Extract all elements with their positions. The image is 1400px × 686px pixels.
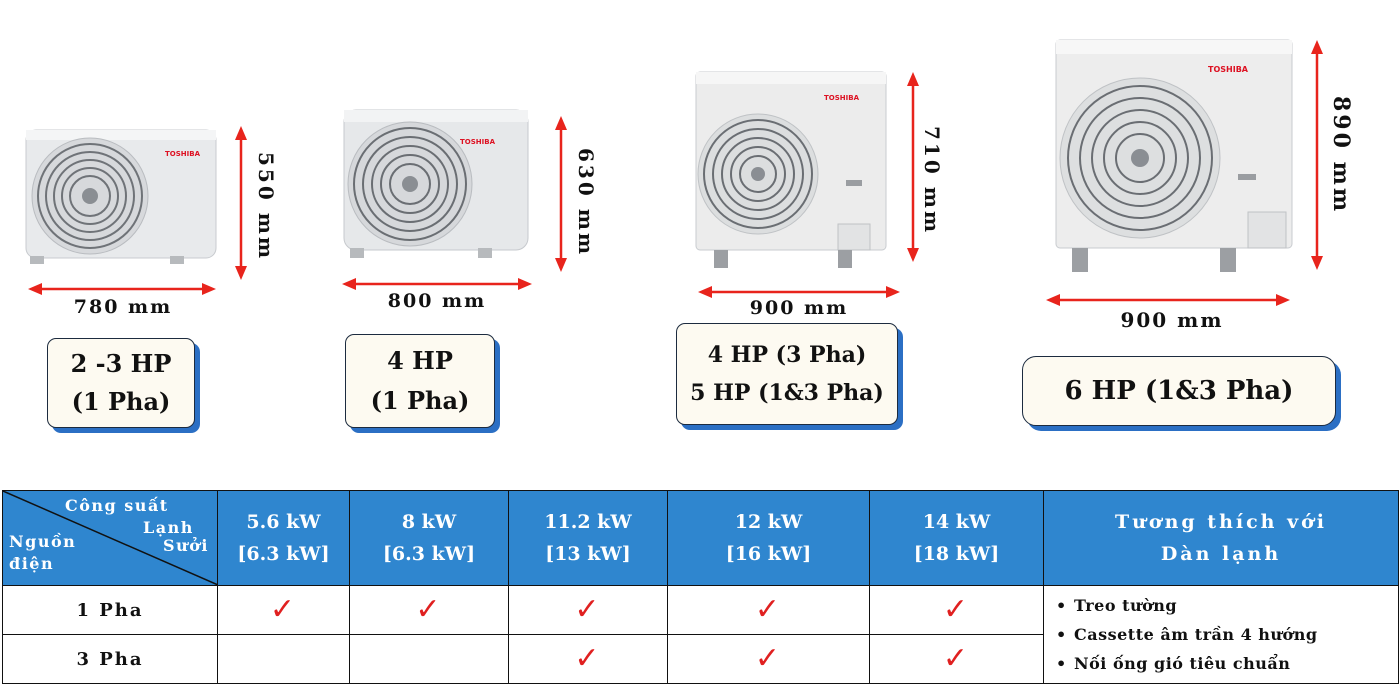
capacity-header: 12 kW[16 kW]: [667, 490, 870, 586]
check-icon: ✓: [942, 641, 971, 676]
table-row: 3 Pha ✓ ✓ ✓: [2, 634, 1399, 684]
outdoor-unit-image-2: TOSHIBA: [338, 104, 534, 266]
outdoor-unit-image-3: TOSHIBA: [690, 66, 890, 276]
model-line: 2 -3 HP: [70, 349, 172, 378]
height-arrow-1: [235, 126, 247, 280]
check-cell: ✓: [667, 585, 870, 635]
check-cell: ✓: [667, 634, 870, 684]
row-label: 1 Pha: [2, 585, 218, 635]
model-line: (1 Pha): [370, 386, 470, 415]
check-cell: ✓: [869, 585, 1044, 635]
row-label: 3 Pha: [2, 634, 218, 684]
compat-list-cell: Treo tường Cassette âm trần 4 hướng Nối …: [1043, 585, 1399, 684]
corner-label-capacity: Công suất: [65, 496, 169, 515]
width-arrow-3: [698, 286, 900, 298]
check-icon: ✓: [415, 592, 443, 627]
brand-logo: TOSHIBA: [824, 94, 860, 102]
corner-label-power-2: điện: [9, 554, 55, 573]
width-arrow-2: [342, 278, 532, 290]
check-cell: [217, 634, 350, 684]
model-line: 5 HP (1&3 Pha): [690, 380, 884, 406]
check-icon: ✓: [574, 592, 602, 627]
capacity-header: 11.2 kW[13 kW]: [508, 490, 668, 586]
check-icon: ✓: [942, 592, 971, 627]
corner-label-power-1: Nguồn: [9, 532, 77, 551]
model-line: 6 HP (1&3 Pha): [1064, 376, 1294, 406]
check-icon: ✓: [574, 641, 602, 676]
width-arrow-1: [28, 283, 216, 295]
width-label-1: 780 mm: [73, 296, 173, 318]
capacity-table: Công suất Lạnh Sưởi Nguồn điện 5.6 kW[6.…: [2, 490, 1399, 684]
model-label-3: 4 HP (3 Pha) 5 HP (1&3 Pha): [676, 323, 898, 425]
capacity-header: 5.6 kW[6.3 kW]: [217, 490, 350, 586]
capacity-header: 8 kW[6.3 kW]: [349, 490, 509, 586]
brand-logo: TOSHIBA: [1208, 65, 1249, 74]
check-cell: [349, 634, 509, 684]
list-item: Nối ống gió tiêu chuẩn: [1056, 649, 1398, 678]
table-row: 1 Pha ✓ ✓ ✓ ✓ ✓ Treo tường Cassette âm t…: [2, 585, 1399, 684]
model-label-1: 2 -3 HP (1 Pha): [47, 338, 195, 428]
height-arrow-3: [907, 72, 919, 262]
list-item: Cassette âm trần 4 hướng: [1056, 620, 1398, 649]
model-label-4: 6 HP (1&3 Pha): [1022, 356, 1336, 426]
corner-label-heat: Sưởi: [163, 536, 209, 555]
height-label-2: 630 mm: [574, 148, 598, 258]
outdoor-unit-image-4: TOSHIBA: [1050, 34, 1300, 280]
height-arrow-4: [1311, 40, 1323, 270]
check-cell: ✓: [508, 585, 668, 635]
height-label-1: 550 mm: [254, 152, 278, 262]
check-cell: ✓: [349, 585, 509, 635]
model-line: (1 Pha): [71, 387, 171, 416]
table-corner-header: Công suất Lạnh Sưởi Nguồn điện: [2, 490, 218, 586]
brand-logo: TOSHIBA: [460, 138, 496, 146]
brand-logo: TOSHIBA: [165, 150, 201, 158]
height-arrow-2: [555, 116, 567, 272]
corner-label-cool: Lạnh: [143, 518, 194, 537]
outdoor-unit-image-1: TOSHIBA: [20, 124, 220, 269]
model-line: 4 HP: [387, 346, 453, 375]
table-header-row: Công suất Lạnh Sưởi Nguồn điện 5.6 kW[6.…: [2, 490, 1399, 586]
height-label-4: 890 mm: [1328, 96, 1354, 215]
width-label-4: 900 mm: [1120, 308, 1224, 332]
check-icon: ✓: [754, 641, 783, 676]
list-item: Treo tường: [1056, 591, 1398, 620]
model-label-2: 4 HP (1 Pha): [345, 334, 495, 428]
compat-list: Treo tường Cassette âm trần 4 hướng Nối …: [1044, 591, 1398, 678]
width-label-2: 800 mm: [387, 290, 487, 312]
model-line: 4 HP (3 Pha): [707, 342, 867, 368]
height-label-3: 710 mm: [920, 126, 944, 236]
check-icon: ✓: [269, 592, 298, 627]
check-cell: ✓: [508, 634, 668, 684]
check-cell: ✓: [217, 585, 350, 635]
check-cell: ✓: [869, 634, 1044, 684]
check-icon: ✓: [754, 592, 783, 627]
diagonal-divider: [3, 491, 218, 585]
width-arrow-4: [1046, 294, 1290, 306]
capacity-header: 14 kW[18 kW]: [869, 490, 1044, 586]
width-label-3: 900 mm: [749, 297, 849, 319]
